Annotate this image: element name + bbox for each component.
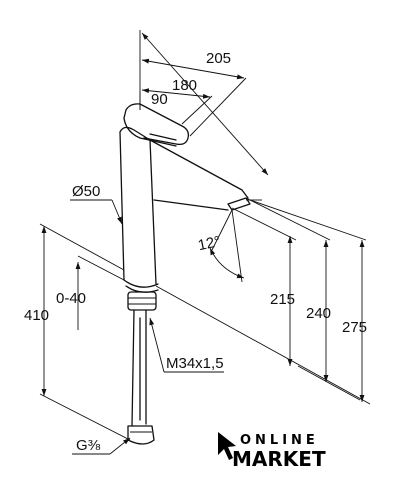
online-market-logo: ONLINE MARKET [218,432,326,471]
cursor-arrow-icon [218,432,236,460]
left-extension-lines [39,223,131,441]
dimension-240: 240 [306,240,331,382]
thread-label: M34x1,5 [166,355,224,372]
dimension-205-label: 205 [206,50,231,67]
dimension-410: 410 [24,226,49,396]
connection-label: G⅜ [76,437,101,454]
connection-dimension: G⅜ [72,437,131,455]
dimension-240-label: 240 [306,305,331,322]
diameter-label: Ø50 [72,183,100,200]
dimension-215-label: 215 [270,291,295,308]
diameter-dimension: Ø50 [70,183,123,225]
dimension-mounting: 0-40 [56,262,86,330]
dimension-90: 90 [141,88,211,108]
faucet-body [119,103,251,445]
height-extension-lines [155,197,371,405]
thread-dimension: M34x1,5 [149,317,224,373]
angle-dimension: 12° [196,209,245,283]
dimension-275-label: 275 [342,319,367,336]
dimension-410-label: 410 [24,307,49,324]
dimension-215: 215 [270,236,295,366]
dimension-90-label: 90 [151,91,168,108]
dimension-mounting-label: 0-40 [56,290,86,307]
angle-label: 12° [196,233,222,254]
logo-line2: MARKET [232,447,326,471]
dimension-180-label: 180 [172,77,197,94]
logo-line1: ONLINE [240,433,319,448]
dimension-275: 275 [342,240,367,402]
width-extension-lines [139,30,262,201]
